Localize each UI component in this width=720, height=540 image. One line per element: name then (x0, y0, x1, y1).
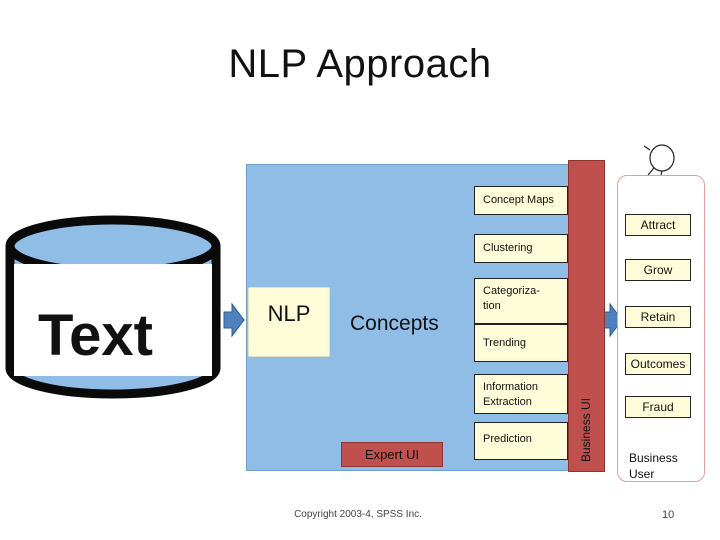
page-number: 10 (662, 509, 674, 521)
stage-prediction: Prediction (474, 422, 568, 460)
text-source-label: Text (38, 302, 153, 369)
business-ui-label-wrap: Business UI (568, 160, 603, 470)
business-user-label: Business User (629, 450, 678, 482)
outcome-retain: Retain (625, 306, 691, 328)
stage-concept-maps: Concept Maps (474, 186, 568, 215)
stage-information-extraction: Information Extraction (474, 374, 568, 414)
outcome-attract: Attract (625, 214, 691, 236)
copyright-footer: Copyright 2003-4, SPSS Inc. (0, 509, 718, 520)
expert-ui-bar: Expert UI (341, 442, 443, 467)
stage-clustering: Clustering (474, 234, 568, 263)
concepts-label: Concepts (350, 312, 439, 336)
stage-categorization: Categoriza- tion (474, 278, 568, 324)
business-ui-label: Business UI (579, 398, 593, 462)
arrow-text-to-nlp (224, 304, 244, 336)
stage-trending: Trending (474, 324, 568, 362)
outcome-fraud: Fraud (625, 396, 691, 418)
nlp-box: NLP (248, 287, 330, 357)
outcome-outcomes: Outcomes (625, 353, 691, 375)
outcome-grow: Grow (625, 259, 691, 281)
